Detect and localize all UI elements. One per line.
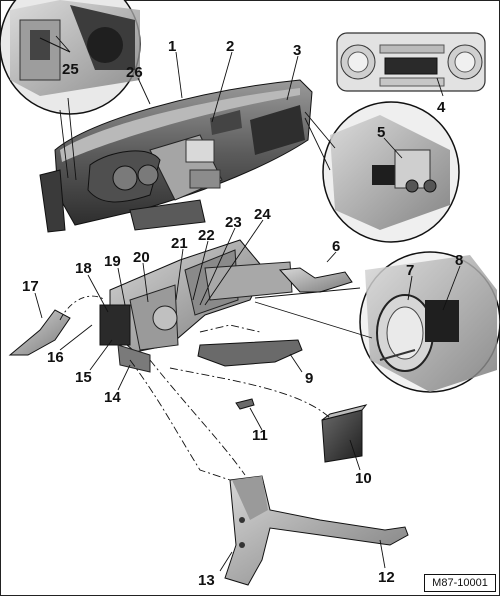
callout-15: 15 — [75, 369, 92, 386]
floor-ducts-12-13 — [224, 475, 409, 586]
clip-11 — [235, 398, 255, 410]
air-duct-6 — [278, 267, 353, 293]
callout-26: 26 — [126, 64, 143, 81]
filter-element-10 — [321, 404, 368, 463]
callout-10: 10 — [355, 470, 372, 487]
callout-pointers — [34, 35, 461, 572]
callout-13: 13 — [198, 572, 215, 589]
callout-21: 21 — [171, 235, 188, 252]
air-duct-17 — [8, 309, 71, 356]
dashboard-assembly — [39, 79, 313, 233]
leader-lines — [59, 97, 373, 481]
callout-20: 20 — [133, 249, 150, 266]
callout-9: 9 — [305, 370, 313, 387]
cover-plate-9 — [197, 339, 303, 367]
callout-3: 3 — [293, 42, 301, 59]
callout-labels: 1 2 3 4 5 6 7 8 9 10 11 12 13 14 15 16 1… — [22, 38, 463, 589]
callout-4: 4 — [437, 99, 446, 116]
callout-6: 6 — [332, 238, 340, 255]
callout-1: 1 — [168, 38, 176, 55]
callout-19: 19 — [104, 253, 121, 270]
callout-11: 11 — [252, 427, 268, 444]
callout-23: 23 — [225, 214, 242, 231]
detail-circle-right — [322, 101, 460, 243]
figure-reference-code: M87-10001 — [424, 574, 496, 592]
callout-14: 14 — [104, 389, 121, 406]
callout-8: 8 — [455, 252, 463, 269]
climate-control-panel — [336, 32, 486, 92]
callout-2: 2 — [226, 38, 234, 55]
callout-25: 25 — [62, 61, 79, 78]
callout-12: 12 — [378, 569, 395, 586]
detail-circle-top-left — [0, 0, 141, 115]
air-conditioning-unit — [99, 239, 293, 373]
callout-18: 18 — [75, 260, 92, 277]
callout-17: 17 — [22, 278, 39, 295]
callout-24: 24 — [254, 206, 271, 223]
callout-5: 5 — [377, 124, 385, 141]
detail-circle-lower-right — [359, 251, 500, 393]
callout-16: 16 — [47, 349, 64, 366]
callout-22: 22 — [198, 227, 215, 244]
callout-7: 7 — [406, 262, 414, 279]
